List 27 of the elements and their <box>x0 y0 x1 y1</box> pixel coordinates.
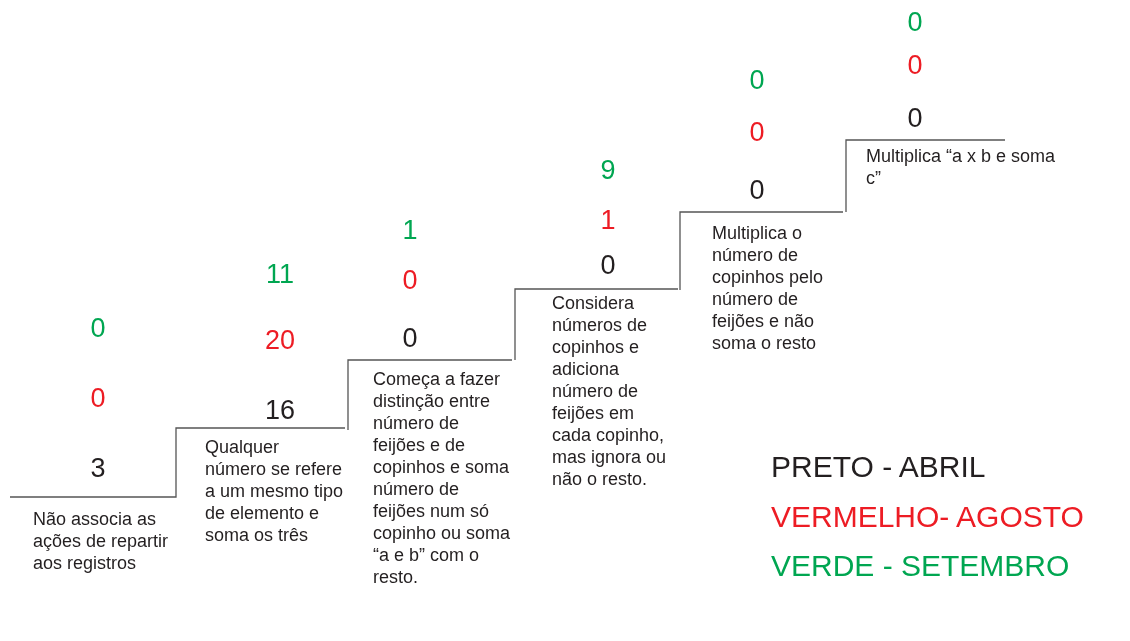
legend-entry: PRETO - ABRIL <box>771 452 986 482</box>
count-value: 11 <box>266 260 294 288</box>
count-value: 0 <box>402 324 418 352</box>
count-value: 0 <box>749 66 765 94</box>
legend-entry: VERDE - SETEMBRO <box>771 551 1070 581</box>
step-description: Não associa as ações de repartir aos registros <box>33 508 170 574</box>
count-value: 0 <box>907 51 923 79</box>
step-description: Considera números de copinhos e adiciona número de feijões em cada copinho, mas ignora ou não o resto. <box>552 292 668 490</box>
count-value: 16 <box>265 396 295 424</box>
count-value: 0 <box>90 314 106 342</box>
step-description: Qualquer número se refere a um mesmo tipo de elemento e soma os três <box>205 436 345 546</box>
count-value: 0 <box>749 176 765 204</box>
count-value: 0 <box>749 118 765 146</box>
count-value: 0 <box>90 384 106 412</box>
step-description: Multiplica o número de copinhos pelo número de feijões e não soma o resto <box>712 222 825 354</box>
step-description: Começa a fazer distinção entre número de feijões e de copinhos e soma número de feijões num só copinho ou soma “a e b” com o resto. <box>373 368 512 588</box>
count-value: 0 <box>907 8 923 36</box>
count-value: 0 <box>402 266 418 294</box>
count-value: 3 <box>90 454 106 482</box>
count-value: 0 <box>907 104 923 132</box>
count-value: 1 <box>600 206 616 234</box>
count-value: 1 <box>402 216 418 244</box>
count-value: 9 <box>600 156 616 184</box>
legend-entry: VERMELHO- AGOSTO <box>771 502 1084 532</box>
count-value: 0 <box>600 251 616 279</box>
step-description: Multiplica “a x b e soma c” <box>866 145 1056 189</box>
count-value: 20 <box>265 326 295 354</box>
